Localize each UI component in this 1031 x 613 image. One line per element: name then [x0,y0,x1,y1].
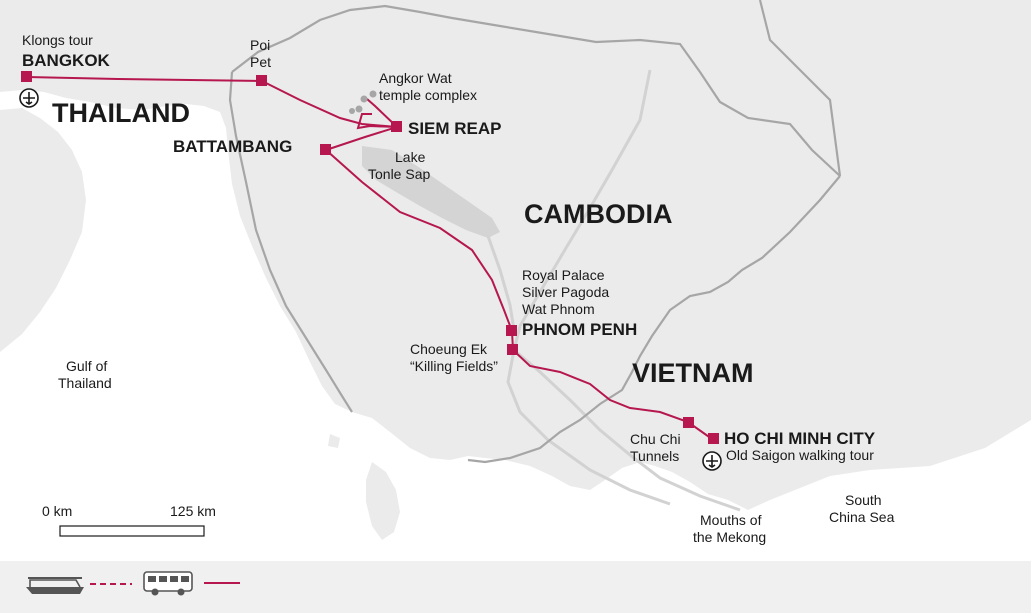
temple-dot [349,108,355,114]
note-the-mekong: the Mekong [693,529,766,545]
laos-vietnam-border [758,0,842,177]
note-royal-palace: Royal Palace [522,267,605,283]
stop-marker-battambang [320,144,331,155]
country-label-thailand: THAILAND [52,98,190,128]
city-label-battambang: BATTAMBANG [173,137,292,156]
tonle-sap-lake [362,146,500,238]
route-angkor-loop-2 [356,113,398,130]
city-label-bangkok: BANGKOK [22,51,111,70]
country-label-cambodia: CAMBODIA [524,199,673,229]
angkor-temple-dots [349,90,377,114]
note-tonle-sap: Tonle Sap [368,166,430,182]
route-battambang-phnom-penh [325,149,513,332]
route-angkor-loop [366,98,398,128]
scale-bar: 0 km 125 km [42,503,216,537]
note-china-sea: China Sea [829,509,895,525]
stop-marker-hcmc [708,433,719,444]
note-silver-pagoda: Silver Pagoda [522,284,609,300]
route-choeung-ek-hcmc [512,349,713,440]
small-island [328,434,340,448]
airport-icon [702,451,722,471]
note-poi-pet: Poi [250,37,270,53]
note-mouths-of: Mouths of [700,512,762,528]
laos-cambodia-border [451,16,841,177]
note-south: South [845,492,882,508]
city-label-hcmc: HO CHI MINH CITY [724,429,876,448]
scale-label-start: 0 km [42,503,72,519]
west-coast-land [0,108,86,352]
stop-marker-siem-reap [391,121,402,132]
borders [228,0,842,464]
scale-bar-rect [59,525,205,537]
mainland-land [0,0,1031,510]
stop-marker-bangkok [21,71,32,82]
route-bangkok-poi-pet [26,76,263,82]
bassac-river [506,349,671,506]
land [0,0,1031,540]
note-poi-pet: Pet [250,54,271,70]
airport-icon [19,88,39,108]
note-lake: Lake [395,149,426,165]
note-gulf-of: Gulf of [66,358,107,374]
stop-marker-phnom-penh [506,325,517,336]
thailand-cambodia-border [228,4,453,413]
note-killing-fields: “Killing Fields” [410,358,498,374]
city-label-siem-reap: SIEM REAP [408,119,502,138]
note-tunnels: Tunnels [630,448,679,464]
note-gulf-thailand: Thailand [58,375,112,391]
note-angkor-wat: Angkor Wat [379,70,452,86]
route-siem-reap-battambang [325,126,398,151]
tonle-sap-river [486,235,516,331]
stop-marker-chu-chi [683,417,694,428]
stop-markers [21,71,719,444]
route [26,76,713,440]
note-temple-complex: temple complex [379,87,477,103]
route-poi-pet-siem-reap [261,80,398,128]
temple-dot [369,90,377,98]
temple-dot [355,105,363,113]
temple-dot [360,95,368,103]
note-chu-chi: Chu Chi [630,431,681,447]
bus-icon [143,571,193,596]
stop-marker-choeung-ek [507,344,518,355]
boat-icon [26,577,84,594]
note-wat-phnom: Wat Phnom [522,301,595,317]
note-choeung-ek: Choeung Ek [410,341,488,357]
cambodia-vietnam-border [467,175,841,464]
legend [0,561,1031,613]
city-label-phnom-penh: PHNOM PENH [522,320,637,339]
scale-label-end: 125 km [170,503,216,519]
note-klongs-tour: Klongs tour [22,32,93,48]
note-old-saigon-tour: Old Saigon walking tour [726,447,874,463]
stop-marker-poi-pet [256,75,267,86]
country-label-vietnam: VIETNAM [632,358,754,388]
phu-quoc-island [366,462,400,540]
